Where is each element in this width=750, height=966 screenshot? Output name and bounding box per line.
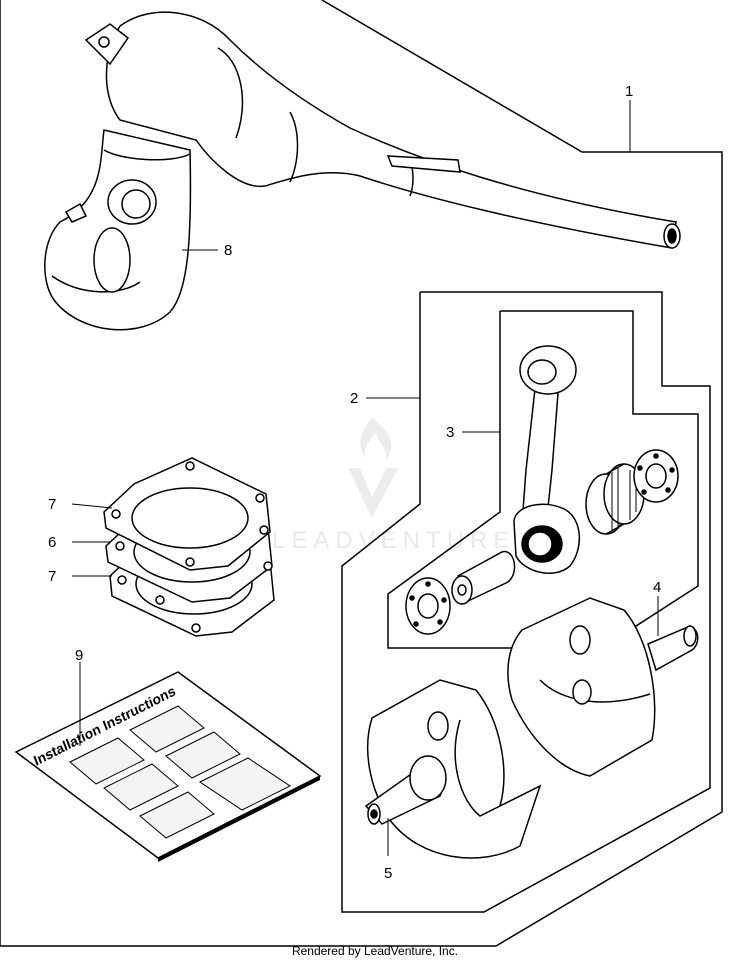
thrust-washer-right <box>633 449 679 503</box>
installation-instructions-booklet: Installation Instructions <box>14 671 322 862</box>
callout-5: 5 <box>384 865 392 882</box>
thrust-washer-left <box>405 577 451 635</box>
watermark-v-icon <box>348 468 398 518</box>
callout-6: 6 <box>48 534 56 551</box>
watermark-flame-icon <box>360 418 392 460</box>
callout-7-bottom: 7 <box>48 568 56 585</box>
conrod-outline-3 <box>387 310 699 649</box>
crankshaft-outline-2 <box>341 291 711 913</box>
callout-numbers: 1 2 3 4 5 6 7 7 8 9 <box>48 83 661 882</box>
callout-8: 8 <box>224 242 232 259</box>
gasket-7-top <box>103 457 271 571</box>
crankshaft-half-right <box>507 597 699 777</box>
leadventure-watermark: LEADVENTURE <box>272 418 515 554</box>
crankshaft-half-left <box>364 679 542 859</box>
pipe-mount-bracket <box>386 155 461 173</box>
callout-7-top: 7 <box>48 496 56 513</box>
watermark-text: LEADVENTURE <box>272 527 515 554</box>
pipe-spring-tab-side <box>64 202 88 223</box>
leader-lines <box>71 100 659 856</box>
rendered-by-footer: Rendered by LeadVenture, Inc. <box>291 944 459 958</box>
callout-1: 1 <box>625 83 633 100</box>
kit-outline-1 <box>0 0 723 947</box>
expansion-chamber-pipe <box>44 11 681 331</box>
callout-3: 3 <box>446 424 454 441</box>
pipe-main-body <box>105 11 677 249</box>
callout-9: 9 <box>75 647 83 664</box>
gasket-stack <box>103 457 275 637</box>
crank-pin <box>451 550 516 605</box>
connecting-rod <box>513 345 581 574</box>
callout-4: 4 <box>653 579 661 596</box>
callout-2: 2 <box>350 390 358 407</box>
